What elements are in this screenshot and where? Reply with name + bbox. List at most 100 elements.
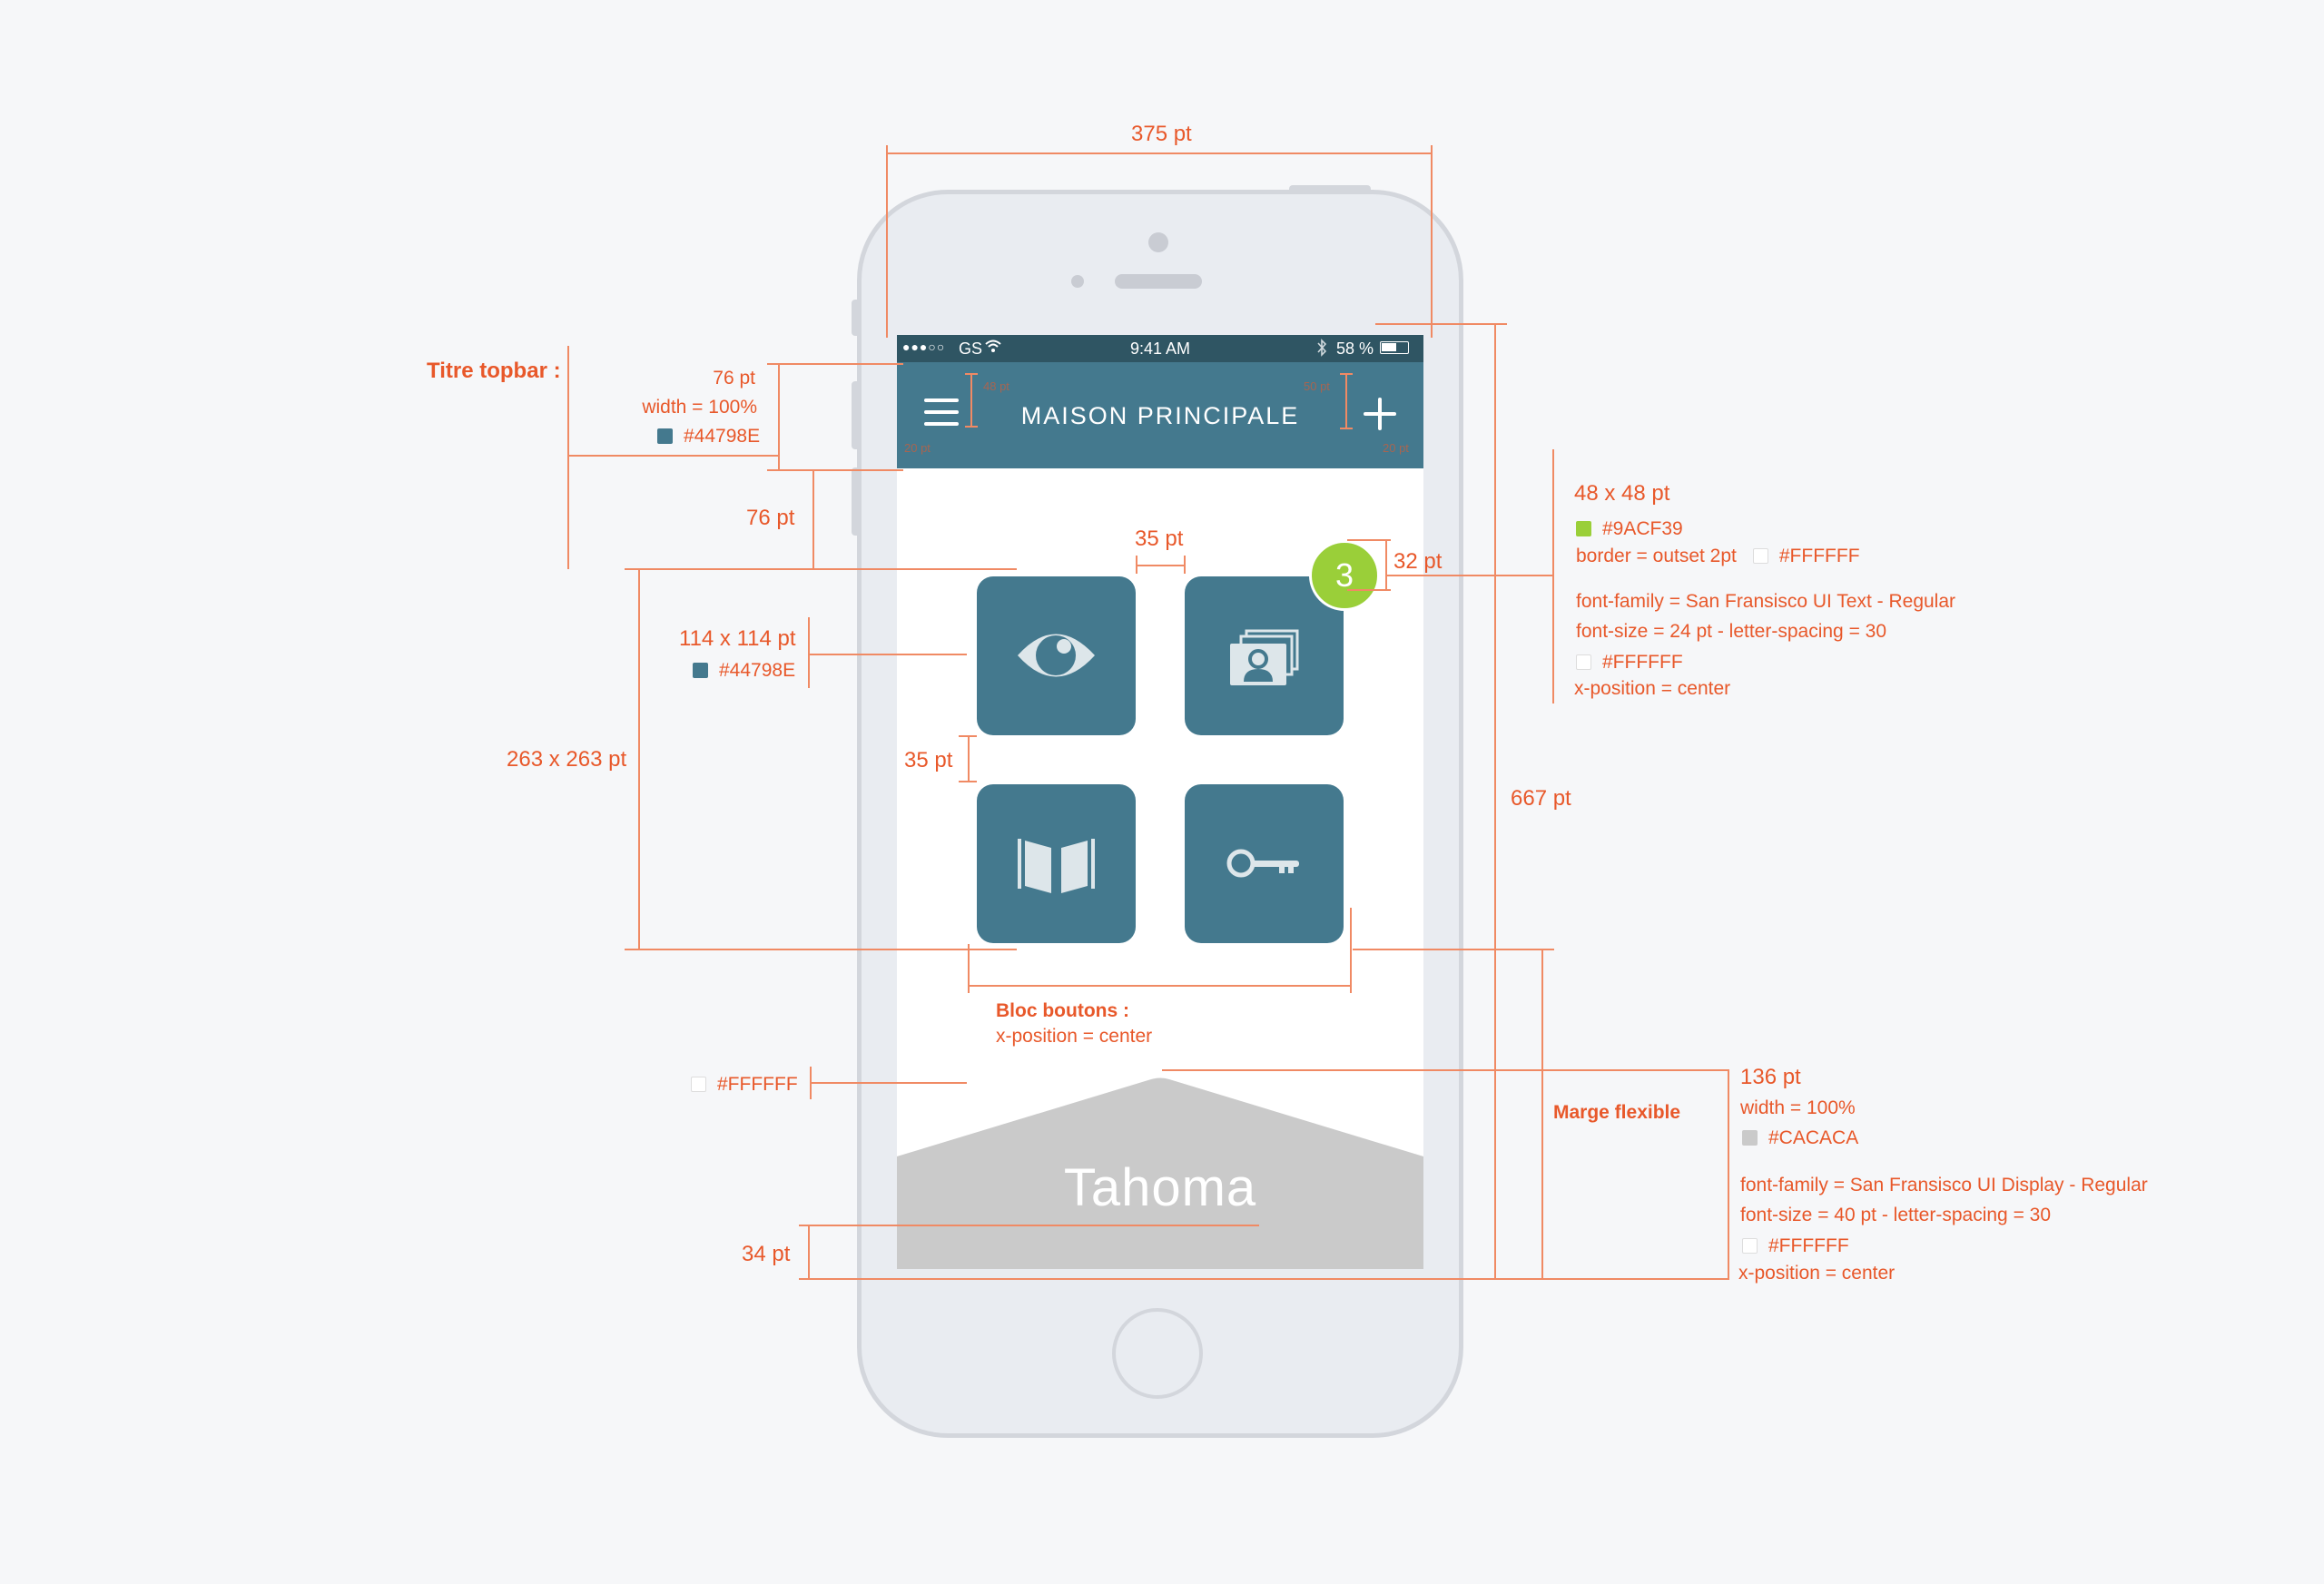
- dim-line: [767, 469, 903, 471]
- open-book-icon: [1018, 839, 1095, 893]
- earpiece-speaker: [1115, 274, 1202, 289]
- battery-icon: [1380, 341, 1409, 354]
- dim-line: [1375, 323, 1507, 325]
- h-gap-label: 35 pt: [1135, 526, 1184, 551]
- right-margin-label: 20 pt: [1383, 441, 1409, 455]
- home-button[interactable]: [1112, 1308, 1203, 1399]
- signal-strength: ●●●○○: [902, 339, 946, 354]
- dim-line-width: [886, 152, 1433, 154]
- color-swatch: [1752, 548, 1768, 564]
- badge-color-label: #9ACF39: [1576, 519, 1683, 538]
- dim-line: [1385, 539, 1387, 590]
- plus-icon[interactable]: [1362, 396, 1398, 437]
- badge-offset-label: 32 pt: [1393, 549, 1443, 574]
- badge-size-label: 48 x 48 pt: [1574, 481, 1670, 506]
- marge-flexible-label: Marge flexible: [1553, 1102, 1681, 1123]
- color-swatch: [1742, 1130, 1758, 1146]
- tile-contacts[interactable]: [1185, 576, 1344, 735]
- baseline-offset-label: 34 pt: [742, 1242, 791, 1266]
- contact-cards-icon: [1230, 629, 1299, 685]
- tile-documents[interactable]: [977, 784, 1136, 943]
- dim-line: [1347, 539, 1391, 541]
- front-camera: [1148, 232, 1168, 252]
- status-bar: ●●●○○ GS 9:41 AM 58 %: [897, 335, 1423, 362]
- dim-line: [1552, 449, 1554, 703]
- screen-height-label: 667 pt: [1511, 786, 1571, 811]
- dim-line: [808, 1225, 810, 1279]
- color-swatch: [1576, 654, 1591, 670]
- dim-line: [767, 363, 903, 365]
- dim-line: [968, 985, 1351, 987]
- dim-line: [808, 654, 967, 655]
- battery-level: [1382, 343, 1396, 351]
- dim-line: [959, 735, 977, 737]
- battery-percent: 58 %: [1336, 339, 1374, 358]
- badge-border-label: border = outset 2pt#FFFFFF: [1576, 546, 1860, 566]
- eye-icon: [1018, 634, 1095, 677]
- footer-x-position: x-position = center: [1738, 1263, 1896, 1284]
- footer-font-family: font-family = San Fransisco UI Display -…: [1740, 1175, 2148, 1195]
- dim-line: [567, 455, 779, 457]
- dim-line: [886, 145, 888, 338]
- background-color-label: #FFFFFF: [691, 1075, 798, 1094]
- footer-font-size: font-size = 40 pt - letter-spacing = 30: [1740, 1205, 2052, 1225]
- dim-line: [1541, 949, 1543, 1279]
- bloc-boutons-position: x-position = center: [996, 1026, 1153, 1047]
- hamburger-menu-icon[interactable]: [924, 397, 959, 432]
- dim-line: [799, 1225, 1259, 1226]
- dim-line: [808, 617, 810, 688]
- footer-title: Tahoma: [1063, 1158, 1257, 1217]
- dim-line: [1385, 575, 1554, 576]
- dim-line: [1340, 428, 1353, 429]
- block-size-label: 263 x 263 pt: [507, 747, 627, 772]
- bloc-boutons-title: Bloc boutons :: [996, 1000, 1129, 1021]
- dim-line: [1136, 565, 1185, 566]
- dim-line: [970, 373, 972, 426]
- proximity-sensor: [1071, 275, 1084, 288]
- dim-line: [1353, 949, 1554, 950]
- dim-line: [1347, 589, 1391, 591]
- dim-line: [1184, 556, 1186, 574]
- wifi-icon: [984, 339, 1002, 359]
- screen-width-label: 375 pt: [1131, 122, 1192, 146]
- topbar: MAISON PRINCIPALE 48 pt 50 pt 20 pt 20 p…: [897, 362, 1423, 468]
- left-margin-label: 20 pt: [904, 441, 931, 455]
- tile-size-label: 114 x 114 pt: [679, 626, 796, 651]
- dim-line: [1345, 373, 1347, 428]
- dim-line: [1728, 1069, 1729, 1279]
- tile-access[interactable]: [1185, 784, 1344, 943]
- mute-switch: [852, 300, 859, 336]
- dim-line: [778, 363, 780, 471]
- bluetooth-icon: [1316, 339, 1327, 361]
- footer-banner: [897, 1077, 1423, 1269]
- footer-width-label: width = 100%: [1740, 1097, 1856, 1118]
- dim-line: [812, 469, 814, 569]
- topbar-color-label: #44798E: [657, 427, 760, 446]
- color-swatch: [1742, 1238, 1758, 1254]
- status-time: 9:41 AM: [1129, 339, 1191, 358]
- dim-line: [959, 781, 977, 782]
- badge-font-family: font-family = San Fransisco UI Text - Re…: [1576, 591, 1956, 612]
- dim-line: [567, 346, 569, 569]
- notification-badge: 3: [1309, 540, 1380, 611]
- dim-line: [965, 426, 978, 428]
- titre-topbar-label: Titre topbar :: [427, 359, 561, 383]
- badge-text-color: #FFFFFF: [1576, 653, 1683, 672]
- dim-line: [1350, 908, 1352, 993]
- tile-view[interactable]: [977, 576, 1136, 735]
- dim-line: [799, 1278, 1729, 1280]
- dim-line: [968, 735, 970, 782]
- footer-text-color: #FFFFFF: [1742, 1236, 1849, 1255]
- color-swatch: [657, 428, 673, 444]
- topbar-height-label: 76 pt: [713, 368, 755, 389]
- dim-line: [965, 373, 978, 375]
- topbar-width-label: width = 100%: [642, 397, 757, 418]
- color-swatch: [693, 663, 708, 678]
- footer-height-label: 136 pt: [1740, 1065, 1801, 1089]
- dim-line: [638, 568, 640, 949]
- dim-line: [1340, 373, 1353, 375]
- color-swatch: [691, 1077, 706, 1092]
- topbar-title: MAISON PRINCIPALE: [1020, 402, 1300, 429]
- dim-line: [625, 568, 1017, 570]
- dim-line-height: [1494, 323, 1496, 1279]
